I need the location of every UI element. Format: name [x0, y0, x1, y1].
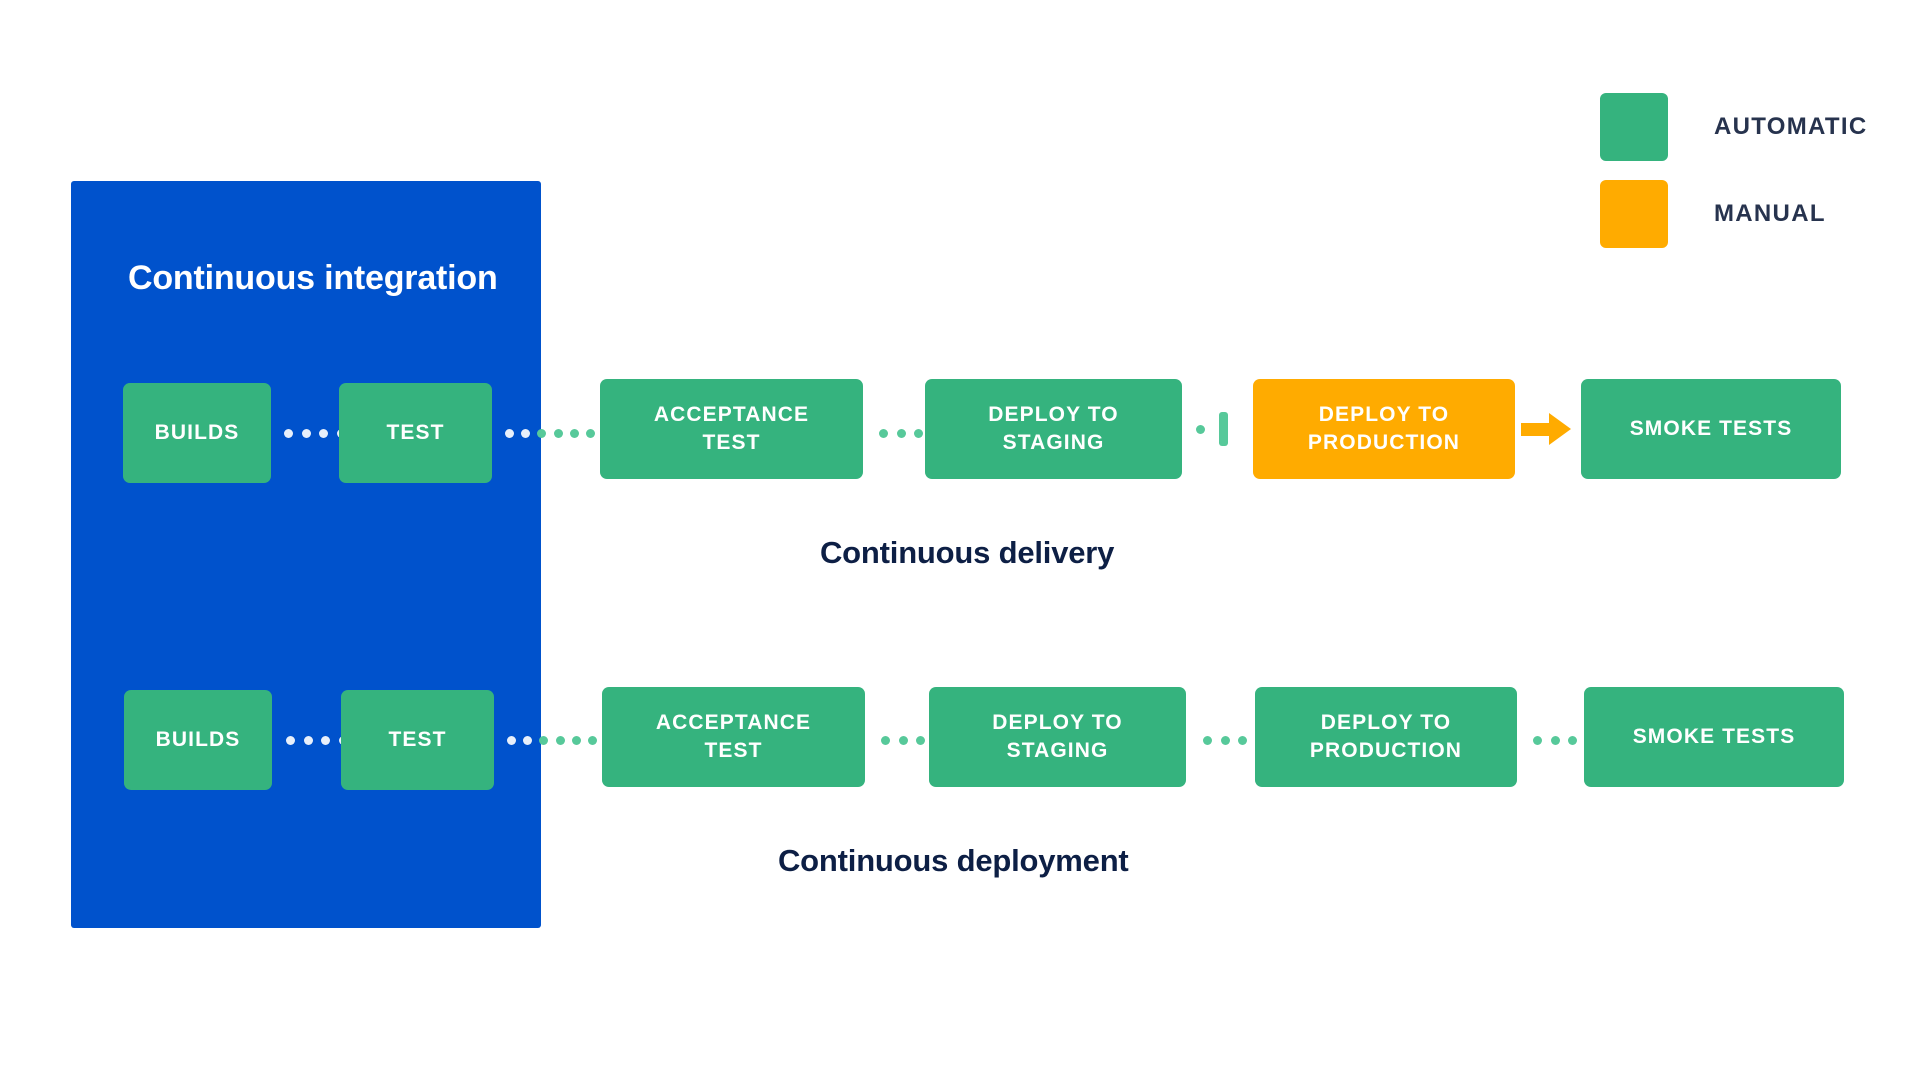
continuous-integration-title: Continuous integration — [128, 259, 498, 297]
stage-deploy-to-production-deployment[interactable]: DEPLOY TO PRODUCTION — [1255, 687, 1517, 787]
stage-label: BUILDS — [155, 728, 241, 752]
legend-label-manual: MANUAL — [1714, 200, 1826, 227]
arrow-shaft — [1521, 422, 1549, 436]
gate-dot-icon — [1196, 424, 1205, 434]
caption-continuous-deployment: Continuous deployment — [778, 843, 1129, 878]
continuous-integration-panel — [71, 181, 541, 928]
stage-deploy-to-production-delivery[interactable]: DEPLOY TO PRODUCTION — [1253, 379, 1515, 479]
stage-smoke-tests-delivery[interactable]: SMOKE TESTS — [1581, 379, 1841, 479]
stage-builds-deployment[interactable]: BUILDS — [124, 690, 272, 790]
stage-smoke-tests-deployment[interactable]: SMOKE TESTS — [1584, 687, 1844, 787]
stage-label: ACCEPTANCE TEST — [655, 711, 812, 762]
stage-label: DEPLOY TO PRODUCTION — [1307, 403, 1461, 454]
stage-label: DEPLOY TO STAGING — [992, 711, 1123, 762]
stage-acceptance-test-delivery[interactable]: ACCEPTANCE TEST — [600, 379, 863, 479]
stage-label: TEST — [388, 728, 447, 752]
stage-deploy-to-staging-delivery[interactable]: DEPLOY TO STAGING — [925, 379, 1182, 479]
stage-label: DEPLOY TO PRODUCTION — [1309, 711, 1463, 762]
legend-swatch-manual-icon — [1600, 180, 1668, 248]
legend-label-automatic: AUTOMATIC — [1714, 113, 1868, 140]
legend-item-manual: MANUAL — [1600, 180, 1826, 248]
connector-dotted-test-acceptance-deployment — [507, 735, 597, 745]
stage-label: ACCEPTANCE TEST — [653, 403, 810, 454]
legend-item-automatic: AUTOMATIC — [1600, 93, 1867, 161]
stage-label: BUILDS — [154, 421, 240, 445]
caption-continuous-delivery: Continuous delivery — [820, 535, 1115, 570]
stage-label: DEPLOY TO STAGING — [988, 403, 1119, 454]
connector-dotted-builds-test-deployment — [286, 735, 348, 745]
stage-label: SMOKE TESTS — [1629, 417, 1793, 441]
stage-test-deployment[interactable]: TEST — [341, 690, 494, 790]
stage-acceptance-test-deployment[interactable]: ACCEPTANCE TEST — [602, 687, 865, 787]
stage-test-delivery[interactable]: TEST — [339, 383, 492, 483]
stage-label: TEST — [386, 421, 445, 445]
connector-dotted-test-acceptance-delivery — [505, 428, 595, 438]
legend-swatch-automatic-icon — [1600, 93, 1668, 161]
stage-label: SMOKE TESTS — [1632, 725, 1796, 749]
stage-deploy-to-staging-deployment[interactable]: DEPLOY TO STAGING — [929, 687, 1186, 787]
gate-bar-icon — [1219, 412, 1228, 446]
connector-arrow-icon — [1521, 413, 1571, 445]
arrow-head — [1549, 413, 1571, 445]
connector-dotted-builds-test-delivery — [284, 428, 346, 438]
stage-builds-delivery[interactable]: BUILDS — [123, 383, 271, 483]
connector-manual-gate-marker — [1196, 412, 1228, 446]
